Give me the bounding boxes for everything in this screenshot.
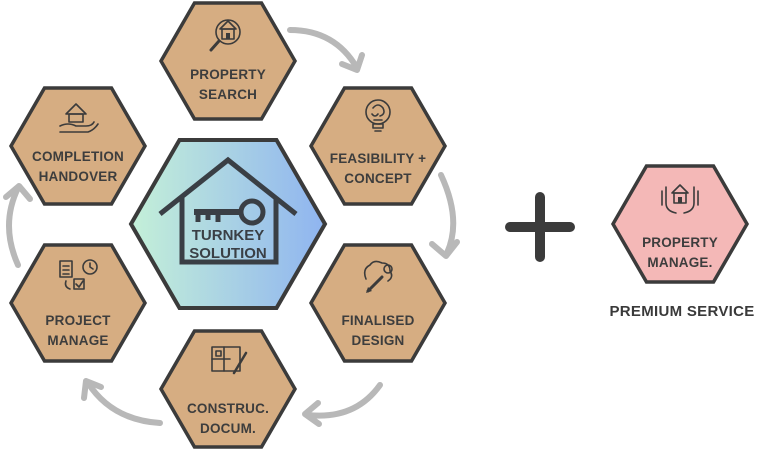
plus-icon [505,192,575,262]
step-label-line1: CONSTRUC. [187,401,269,416]
house-key-icon [158,156,298,265]
hexagon-shape [8,243,148,363]
step-label-line1: PROJECT [45,313,111,328]
premium-hexagon[interactable]: PROPERTY MANAGE. [610,164,750,284]
hexagon-completion-handover[interactable]: COMPLETION HANDOVER [8,86,148,206]
center-house-outline [158,156,298,265]
step-label-line1: PROPERTY [190,67,266,82]
hexagon-steps: PROPERTY SEARCH FEASIBILITY + CONCEPT FI [8,1,448,449]
hexagon-finalised-design[interactable]: FINALISED DESIGN [308,243,448,363]
hexagon-property-search[interactable]: PROPERTY SEARCH [158,1,298,121]
center-hexagon-shape [128,138,328,310]
step-label-line2: DOCUM. [200,421,256,436]
checklist-clock-icon [59,259,98,290]
arrow-feasibility-to-design [438,172,457,256]
hexagon-feasibility-concept[interactable]: FEASIBILITY + CONCEPT [308,86,448,206]
hexagon-project-manage[interactable]: PROJECT MANAGE [8,243,148,363]
step-label-line1: FEASIBILITY + [330,151,427,166]
center-label-line2: SOLUTION [189,245,267,262]
hexagon-shape [158,1,298,121]
arrow-design-to-construc [305,382,383,419]
center-label-line1: TURNKEY [192,227,265,244]
blueprint-icon [211,346,248,375]
step-label-line2: CONCEPT [344,171,412,186]
arrow-construc-to-project [85,380,163,426]
hexagon-shape [308,86,448,206]
hexagon-shape [8,86,148,206]
premium-label-line2: MANAGE. [647,255,712,270]
center-hexagon[interactable]: TURNKEY SOLUTION [128,138,328,310]
premium-service-caption: PREMIUM SERVICE [609,303,754,320]
hexagon-construc-docum[interactable]: CONSTRUC. DOCUM. [158,329,298,449]
hexagon-shape [308,243,448,363]
arrow-search-to-feasibility [287,27,360,71]
brain-pencil-icon [363,260,393,293]
arrow-project-to-completion [6,185,21,268]
key-icon [194,198,266,226]
hexagon-shape [158,329,298,449]
cycle-arrows [3,27,460,427]
step-label-line1: COMPLETION [32,149,124,164]
house-search-icon [209,19,241,52]
hands-house-icon [661,184,699,214]
lightbulb-brain-icon [365,99,391,132]
step-label-line2: MANAGE [47,333,108,348]
step-label-line2: HANDOVER [39,169,118,184]
premium-label-line1: PROPERTY [642,235,718,250]
step-label-line1: FINALISED [341,313,414,328]
step-label-line2: SEARCH [199,87,257,102]
hand-house-icon [59,103,99,133]
step-label-line2: DESIGN [352,333,405,348]
premium-hexagon-shape [610,164,750,284]
